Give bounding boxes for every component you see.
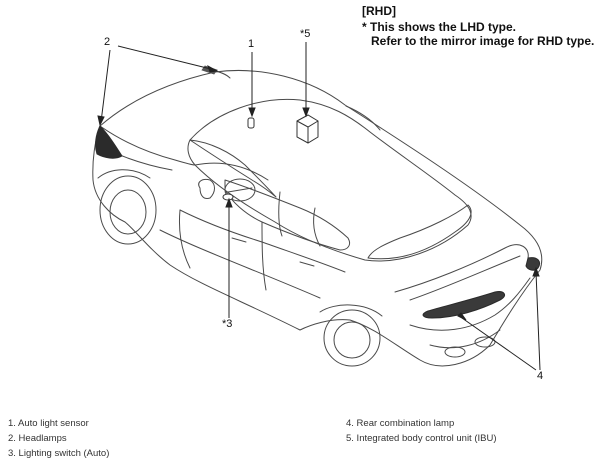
leader-line-4b: [535, 271, 541, 371]
mirror-note-line: Refer to the mirror image for RHD type.: [371, 34, 595, 48]
rhd-note: [RHD] * This shows the LHD type. Refer t…: [362, 4, 594, 48]
callout-1: 1: [248, 38, 255, 50]
rear-lamp-shape: [422, 291, 506, 319]
side-mirror: [198, 179, 215, 199]
hood: [99, 125, 196, 166]
legend-item: 1. Auto light sensor: [8, 418, 89, 429]
rear-glass: [367, 204, 472, 260]
rear-wheel: [323, 309, 381, 367]
leader-line-2b: [117, 45, 216, 71]
rhd-heading: [RHD]: [362, 4, 396, 18]
legend-left: 1. Auto light sensor 2. Headlamps 3. Lig…: [8, 416, 109, 461]
legend-item: 2. Headlamps: [8, 433, 67, 444]
callout-5: *5: [300, 28, 311, 40]
legend-right: 4. Rear combination lamp 5. Integrated b…: [346, 416, 497, 446]
steering-wheel: [224, 178, 256, 202]
headlamp-shape: [95, 125, 123, 159]
side-windows: [224, 179, 351, 251]
callout-2: 2: [104, 36, 111, 48]
callout-3: *3: [222, 318, 233, 330]
trunk-lid: [394, 244, 529, 293]
car-body-outline: [92, 69, 543, 367]
leader-line-4a: [461, 317, 537, 371]
ibu-box-shape: [296, 114, 319, 144]
windshield: [189, 139, 277, 198]
car-roof: [187, 98, 472, 262]
legend-item: 3. Lighting switch (Auto): [8, 448, 110, 459]
legend-item: 4. Rear combination lamp: [346, 418, 455, 429]
callout-4: 4: [537, 370, 544, 382]
lighting-switch-shape: [222, 193, 234, 201]
lhd-note-line: * This shows the LHD type.: [362, 20, 517, 34]
rear-bumper: [409, 277, 531, 331]
rear-lamp-shape-side: [525, 257, 541, 271]
front-wheel: [99, 175, 157, 245]
auto-light-sensor-shape: [247, 117, 255, 129]
legend-item: 5. Integrated body control unit (IBU): [346, 433, 497, 444]
leader-line-2a: [100, 49, 111, 123]
